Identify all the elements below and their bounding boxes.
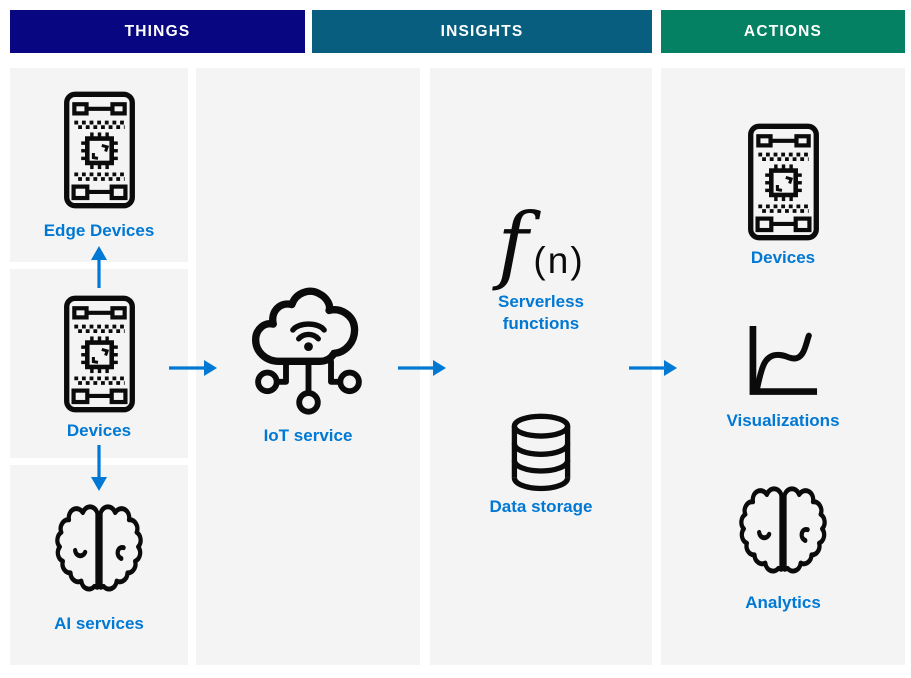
header-insights-label: INSIGHTS <box>440 22 524 40</box>
arrow-right-devices-to-iot <box>169 360 217 376</box>
circuit-board-device-icon <box>61 293 138 415</box>
iot-service-panel: IoT service <box>196 68 420 665</box>
arrow-right-iot-to-insights <box>398 360 446 376</box>
edge-devices-label: Edge Devices <box>43 221 155 240</box>
serverless-label-line2: functions <box>502 314 580 333</box>
circuit-board-device-icon <box>61 89 138 211</box>
ai-services-box: AI services <box>10 465 188 665</box>
iot-cloud-hub-icon <box>240 281 377 423</box>
brain-icon <box>49 500 149 608</box>
serverless-label-line1: Serverless <box>497 292 585 311</box>
circuit-board-device-icon <box>745 121 822 243</box>
analytics-label: Analytics <box>745 593 821 612</box>
function-f-glyph: f <box>497 195 529 293</box>
header-insights: INSIGHTS <box>312 10 652 53</box>
serverless-functions-label: Serverless functions <box>430 291 652 335</box>
actions-panel: Devices Visualizations Analytics <box>661 68 905 665</box>
insights-panel: f(n) Serverless functions Data storage <box>430 68 652 665</box>
header-things: THINGS <box>10 10 305 53</box>
header-actions-label: ACTIONS <box>743 22 823 40</box>
header-actions: ACTIONS <box>661 10 905 53</box>
function-args-glyph: (n) <box>533 240 585 281</box>
arrow-down-devices-to-ai <box>91 445 107 491</box>
devices-label: Devices <box>66 421 132 440</box>
database-icon <box>503 410 579 494</box>
header-things-label: THINGS <box>124 22 191 40</box>
line-chart-icon <box>741 320 826 402</box>
devices-box: Devices <box>10 269 188 458</box>
brain-icon <box>733 482 833 590</box>
ai-services-label: AI services <box>54 614 144 633</box>
visualizations-label: Visualizations <box>726 411 840 430</box>
function-symbol: f(n) <box>430 198 652 290</box>
edge-devices-box: Edge Devices <box>10 68 188 262</box>
arrow-up-devices-to-edge <box>91 246 107 288</box>
actions-devices-label: Devices <box>750 248 816 267</box>
data-storage-label: Data storage <box>489 497 593 516</box>
arrow-right-insights-to-actions <box>629 360 677 376</box>
iot-service-label: IoT service <box>263 426 353 445</box>
